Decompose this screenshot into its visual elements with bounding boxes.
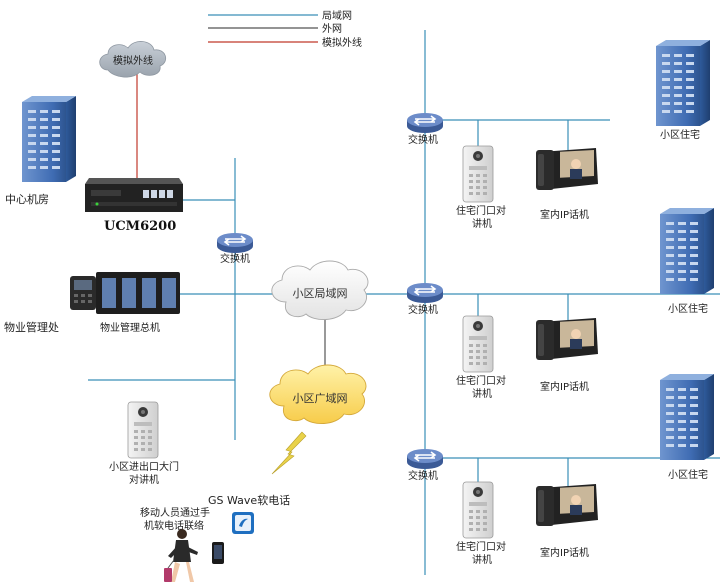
wireless-link-icon bbox=[271, 431, 307, 475]
building3-door-intercom-label-line1: 住宅门口对 bbox=[456, 540, 506, 553]
residence2-label: 小区住宅 bbox=[668, 302, 708, 315]
gate-intercom-label-line1: 小区进出口大门 bbox=[109, 460, 179, 473]
building1-door-intercom-label-line2: 讲机 bbox=[472, 217, 492, 230]
building1-door-intercom-icon bbox=[462, 145, 494, 203]
residence2-server-icon bbox=[660, 208, 714, 294]
ucm6200-label: UCM6200 bbox=[104, 219, 176, 234]
data-center-server-icon bbox=[22, 96, 76, 182]
building2-switch-icon bbox=[406, 282, 444, 304]
gs-wave-label: GS Wave软电话 bbox=[208, 493, 290, 507]
building3-door-intercom-label-line2: 讲机 bbox=[472, 553, 492, 566]
ucm6200-device-icon bbox=[85, 178, 183, 212]
building2-door-intercom-icon bbox=[462, 315, 494, 373]
building2-switch-label: 交换机 bbox=[408, 303, 438, 316]
community-lan-label: 小区局域网 bbox=[293, 287, 348, 300]
legend-analog-label: 模拟外线 bbox=[322, 36, 362, 49]
gs-wave-app-icon bbox=[232, 512, 254, 534]
community-wan-cloud: 小区广域网 bbox=[269, 364, 367, 424]
legend-wan-label: 外网 bbox=[322, 23, 342, 35]
building3-switch-label: 交换机 bbox=[408, 469, 438, 482]
analog-trunk-cloud: 模拟外线 bbox=[99, 41, 167, 78]
building1-indoor-phone-icon bbox=[536, 148, 598, 190]
building1-switch-icon bbox=[406, 112, 444, 134]
gate-intercom-label-line2: 对讲机 bbox=[129, 473, 159, 486]
building2-indoor-phone-label: 室内IP话机 bbox=[540, 380, 589, 393]
property-office-label: 物业管理处 bbox=[4, 320, 59, 334]
residence1-label: 小区住宅 bbox=[660, 128, 700, 141]
building2-door-intercom-label-line1: 住宅门口对 bbox=[456, 374, 506, 387]
residence3-server-icon bbox=[660, 374, 714, 460]
network-links bbox=[88, 30, 720, 575]
community-lan-cloud: 小区局域网 bbox=[271, 260, 369, 320]
analog-trunk-cloud-label: 模拟外线 bbox=[113, 54, 153, 67]
mobile-label-line2: 机软电话联络 bbox=[144, 519, 204, 532]
building2-door-intercom-label-line2: 讲机 bbox=[472, 387, 492, 400]
property-console-icon bbox=[70, 272, 180, 314]
building2-indoor-phone-icon bbox=[536, 318, 598, 360]
mobile-phone-icon bbox=[212, 542, 224, 564]
central-switch-icon bbox=[216, 232, 254, 254]
building1-door-intercom-label-line1: 住宅门口对 bbox=[456, 204, 506, 217]
legend: 局域网 外网 模拟外线 bbox=[208, 9, 362, 49]
mobile-user-icon bbox=[164, 529, 198, 582]
residence3-label: 小区住宅 bbox=[668, 468, 708, 481]
building3-indoor-phone-icon bbox=[536, 484, 598, 526]
property-console-label: 物业管理总机 bbox=[100, 321, 160, 334]
building3-indoor-phone-label: 室内IP话机 bbox=[540, 546, 589, 559]
building1-switch-label: 交换机 bbox=[408, 133, 438, 146]
central-switch-label: 交换机 bbox=[220, 252, 250, 265]
gate-intercom-icon bbox=[127, 401, 159, 459]
building3-door-intercom-icon bbox=[462, 481, 494, 539]
data-center-label: 中心机房 bbox=[5, 192, 49, 206]
mobile-label-line1: 移动人员通过手 bbox=[140, 506, 210, 519]
residence1-server-icon bbox=[656, 40, 710, 126]
building3-switch-icon bbox=[406, 448, 444, 470]
community-wan-label: 小区广域网 bbox=[293, 392, 348, 405]
legend-lan-label: 局域网 bbox=[322, 9, 352, 22]
building1-indoor-phone-label: 室内IP话机 bbox=[540, 208, 589, 221]
